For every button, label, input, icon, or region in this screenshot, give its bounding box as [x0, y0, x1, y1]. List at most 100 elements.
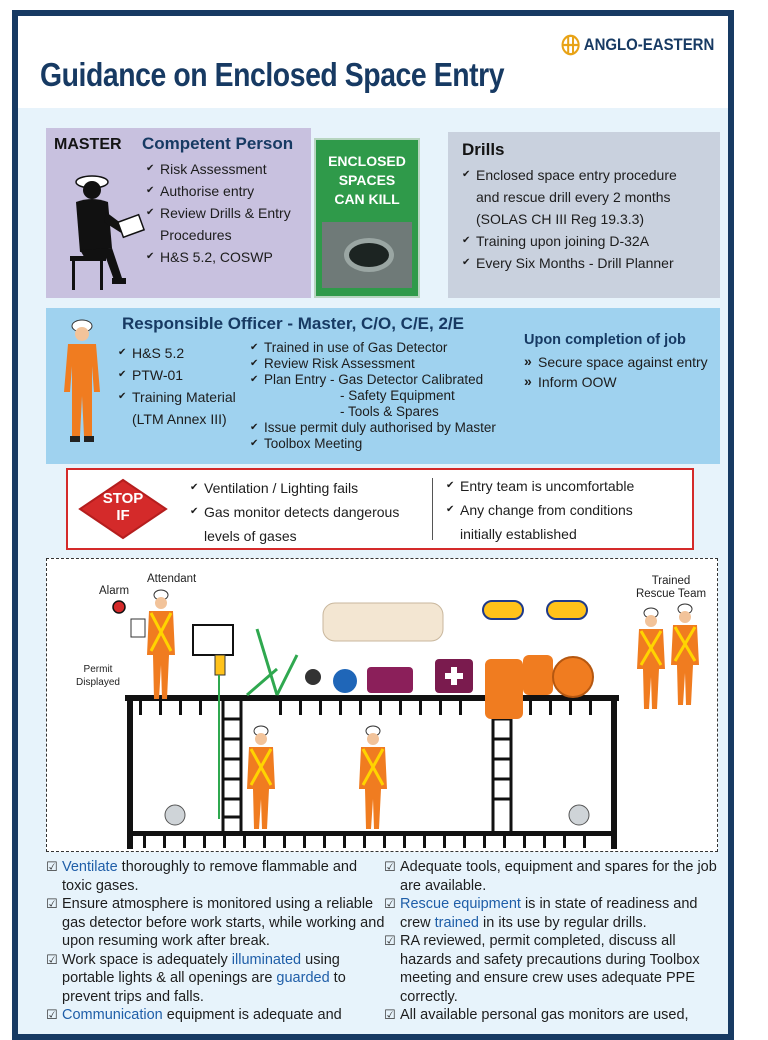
gas-detector-panel-icon	[192, 624, 234, 656]
rescue-team-line: Trained	[651, 575, 691, 587]
portable-lamp-right-icon	[568, 804, 590, 826]
list-item: and rescue drill every 2 months	[476, 189, 671, 205]
checklist-item: Adequate tools, equipment and spares for…	[384, 858, 724, 895]
list-item: - Tools & Spares	[340, 404, 439, 419]
list-item: Plan Entry - Gas Detector Calibrated	[250, 372, 496, 388]
checklist-text: Work space is adequately	[62, 951, 232, 968]
checklist-item: Ensure atmosphere is monitored using a r…	[46, 895, 386, 951]
highlight-text: Ventilate	[62, 859, 118, 875]
poster-text: ENCLOSED SPACES CAN KILL	[316, 152, 418, 209]
list-item: (SOLAS CH III Reg 19.3.3)	[476, 211, 645, 227]
responsible-officer-title: Responsible Officer - Master, C/O, C/E, …	[122, 314, 464, 333]
checklist-text: thoroughly to remove flammable and toxic…	[62, 859, 358, 894]
ladder-left-icon	[221, 701, 243, 831]
alarm-icon	[112, 600, 126, 614]
master-panel: MASTER Competent Person Risk Assessment …	[46, 128, 311, 298]
poster-line: SPACES	[338, 172, 396, 188]
divider	[432, 478, 433, 540]
checklist-left: Ventilate thoroughly to remove flammable…	[46, 858, 386, 1025]
officer-duties-list: Trained in use of Gas Detector Review Ri…	[250, 340, 496, 452]
list-item: Inform OOW	[524, 371, 708, 392]
master-label: MASTER	[54, 136, 122, 153]
checklist-text: All available personal gas monitors are …	[400, 1007, 689, 1023]
list-item: Secure space against entry	[524, 351, 708, 372]
manhole-photo	[322, 222, 412, 288]
master-duties-list: Risk Assessment Authorise entry Review D…	[146, 158, 291, 268]
tank-wall-left	[127, 701, 133, 849]
list-item: initially established	[460, 526, 577, 542]
alarm-label: Alarm	[99, 585, 130, 597]
rescue-team-label: Trained Rescue Team	[631, 575, 711, 601]
highlight-text: trained	[434, 914, 479, 931]
first-aid-cross-icon	[445, 667, 463, 685]
entrant-figure-right-icon	[359, 725, 387, 829]
completion-list: Secure space against entry Inform OOW	[524, 351, 708, 392]
stop-conditions-right: Entry team is uncomfortable Any change f…	[446, 474, 634, 546]
brand-logo: ANGLO-EASTERN	[561, 34, 714, 56]
manhole-icon	[344, 238, 394, 272]
checklist-item: Rescue equipment is in state of readines…	[384, 895, 724, 932]
list-item: (LTM Annex III)	[132, 411, 227, 427]
list-item: - Safety Equipment	[340, 388, 455, 403]
list-item: H&S 5.2	[118, 342, 236, 364]
stop-sign-icon: STOP IF	[78, 478, 168, 540]
checklist-text: is in state of readiness and crew	[400, 896, 698, 931]
highlight-text: Rescue equipment	[400, 896, 521, 912]
list-item: Entry team is uncomfortable	[446, 474, 634, 498]
rescue-team-figure-1-icon	[637, 607, 665, 709]
list-item: Gas monitor detects dangerous	[190, 500, 399, 524]
rescue-davit-icon	[246, 628, 299, 697]
deck-line	[125, 695, 619, 701]
poster-line: ENCLOSED	[328, 153, 406, 169]
entrant-figure-left-icon	[247, 725, 275, 829]
checklist-item: RA reviewed, permit completed, discuss a…	[384, 932, 724, 1006]
list-item: Training Material	[118, 386, 236, 408]
list-item: Toolbox Meeting	[250, 436, 496, 452]
list-item: levels of gases	[204, 528, 297, 544]
checklist-text: equipment is adequate and	[162, 1007, 342, 1023]
ventilation-hose-icon	[485, 655, 594, 719]
rescue-team-line: Rescue Team	[635, 588, 707, 600]
highlight-text: illuminated	[231, 951, 302, 968]
list-item: Authorise entry	[146, 180, 291, 202]
attendant-figure-icon	[147, 589, 175, 699]
highlight-text: Communication	[62, 1007, 163, 1023]
checklist-item: Work space is adequately illuminated usi…	[46, 951, 386, 1007]
competent-person-label: Competent Person	[142, 134, 294, 153]
enclosed-spaces-poster: ENCLOSED SPACES CAN KILL	[314, 138, 420, 298]
list-item: H&S 5.2, COSWP	[146, 246, 291, 268]
stop-sign-line: IF	[116, 507, 130, 524]
permit-board-icon	[130, 618, 146, 638]
checklist-right: Adequate tools, equipment and spares for…	[384, 858, 724, 1025]
checklist-text: Ensure atmosphere is monitored using a r…	[62, 896, 385, 949]
gas-detector-icon	[214, 654, 226, 676]
stop-sign-line: STOP	[102, 490, 144, 507]
highlight-text: guarded	[276, 970, 330, 986]
scene-drawing	[112, 589, 699, 849]
checklist-item: All available personal gas monitors are …	[384, 1006, 724, 1025]
fan-duct-icon	[322, 602, 444, 642]
checklist-text: in its use by regular drills.	[479, 914, 647, 931]
list-item: Procedures	[160, 227, 232, 243]
list-item: Review Risk Assessment	[250, 356, 496, 372]
list-item: PTW-01	[118, 364, 236, 386]
checklist-item: Communication equipment is adequate and	[46, 1006, 386, 1025]
drills-panel: Drills Enclosed space entry procedure an…	[448, 132, 720, 298]
master-seated-figure-icon	[70, 175, 146, 290]
list-item: Any change from conditions	[446, 498, 634, 522]
floor-frames	[143, 836, 586, 848]
rescue-team-figure-2-icon	[671, 603, 699, 705]
drills-list: Enclosed space entry procedure and rescu…	[462, 164, 677, 274]
checklist-text: using portable lights & all openings are	[62, 951, 340, 987]
tank-floor	[127, 831, 617, 836]
list-item: Enclosed space entry procedure	[462, 164, 677, 186]
completion-title: Upon completion of job	[524, 332, 686, 348]
list-item: Training upon joining D-32A	[462, 230, 677, 252]
deck-frames	[139, 701, 592, 715]
checklist-text: Adequate tools, equipment and spares for…	[400, 859, 717, 894]
list-item: Review Drills & Entry	[146, 202, 291, 224]
responsible-officer-panel: Responsible Officer - Master, C/O, C/E, …	[46, 308, 720, 464]
checklist-item: Ventilate thoroughly to remove flammable…	[46, 858, 386, 895]
checklist-text: to prevent trips and falls.	[62, 970, 346, 1005]
stop-conditions-left: Ventilation / Lighting fails Gas monitor…	[190, 476, 399, 548]
